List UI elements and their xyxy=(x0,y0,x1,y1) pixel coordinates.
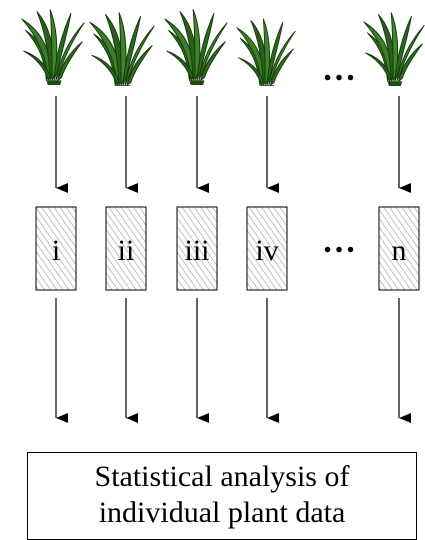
sample-label-4: iv xyxy=(255,234,278,267)
analysis-box: Statistical analysis of individual plant… xyxy=(27,452,417,540)
analysis-line-2: individual plant data xyxy=(98,496,346,529)
sample-box-3: iii xyxy=(176,206,218,291)
samples-ellipsis: … xyxy=(322,223,356,260)
arrows-bottom xyxy=(55,298,411,423)
sample-label-2: ii xyxy=(118,234,135,267)
sample-box-1: i xyxy=(35,206,77,291)
arrows-top xyxy=(55,96,411,193)
sample-box-2: ii xyxy=(105,206,147,291)
sample-label-1: i xyxy=(52,234,60,267)
sample-label-5: n xyxy=(392,234,407,267)
plant-icon-4 xyxy=(236,18,296,86)
plant-icon-2 xyxy=(89,12,155,86)
plants-row: … xyxy=(21,9,425,88)
plant-icon-3 xyxy=(164,9,228,85)
sample-box-4: iv xyxy=(246,206,288,291)
sample-label-3: iii xyxy=(184,234,209,267)
sample-box-5: n xyxy=(378,206,420,291)
samples-row: i ii iii iv … n xyxy=(35,206,420,291)
plant-icon-5 xyxy=(363,12,425,86)
plant-icon-1 xyxy=(21,9,85,85)
analysis-line-1: Statistical analysis of xyxy=(94,460,350,493)
plants-ellipsis: … xyxy=(322,51,356,88)
